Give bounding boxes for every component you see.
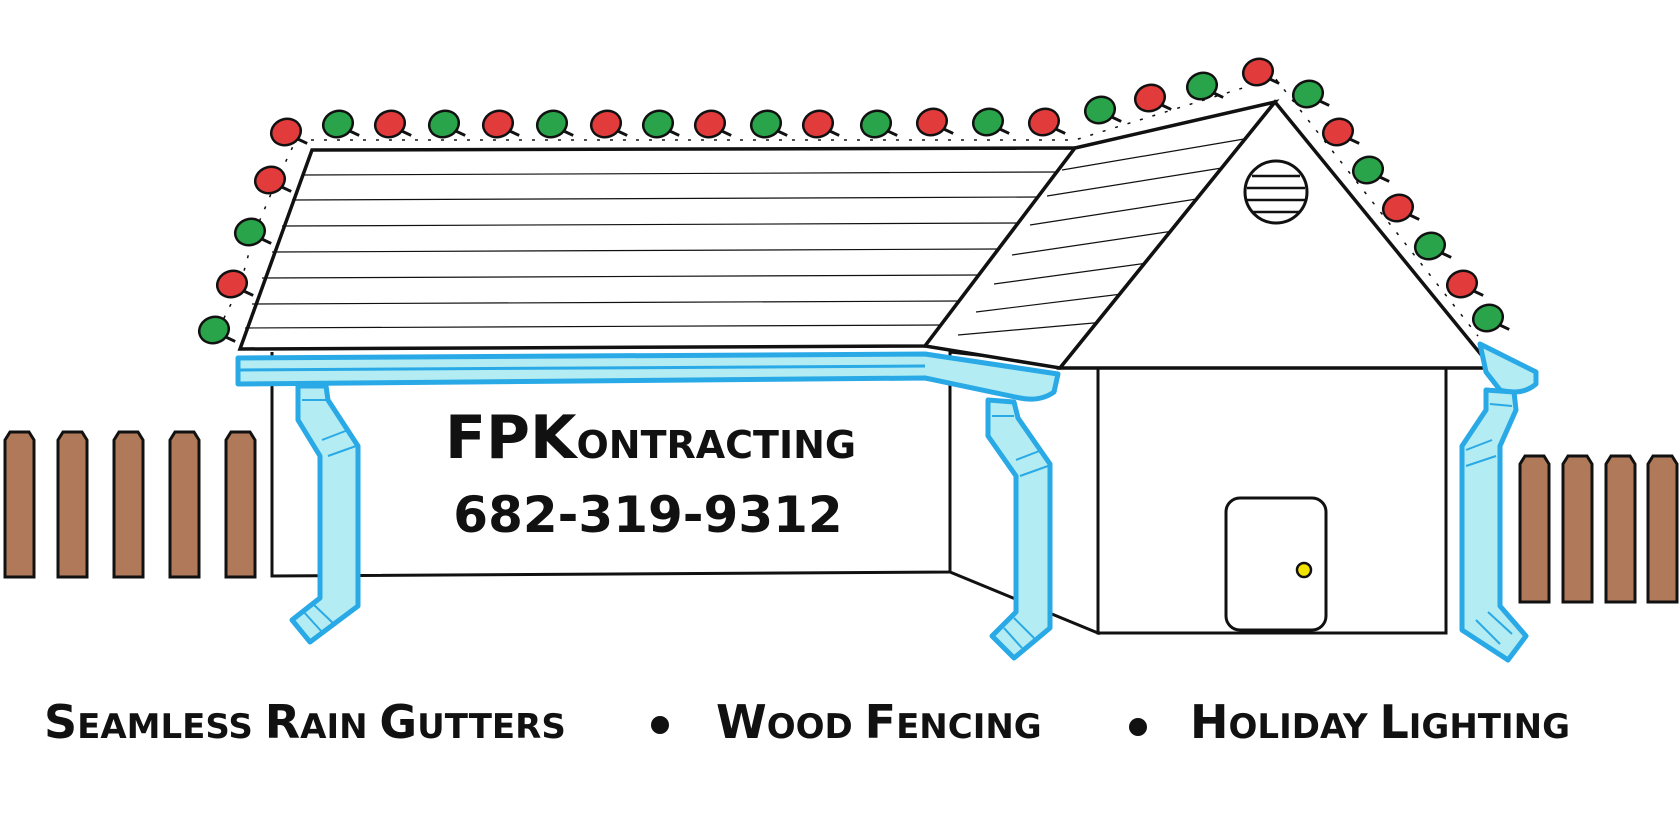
- left-fence: [3, 430, 257, 579]
- fence-picket: [168, 430, 201, 579]
- light-bulb: [321, 109, 360, 139]
- light-bulb: [253, 165, 292, 195]
- light-bulb: [1083, 95, 1122, 125]
- fence-picket: [112, 430, 145, 579]
- fence-picket: [3, 430, 36, 579]
- light-bulb: [1381, 193, 1420, 223]
- light-bulb: [1445, 269, 1484, 299]
- light-bulb: [233, 217, 272, 247]
- light-bulb: [971, 107, 1010, 137]
- holiday-lights: [197, 57, 1510, 345]
- light-bulb: [1321, 117, 1360, 147]
- fence-picket: [1561, 454, 1594, 604]
- light-bulb: [915, 107, 954, 137]
- light-bulb: [269, 117, 308, 147]
- fence-picket: [1646, 454, 1679, 604]
- right-downspout: [1459, 387, 1529, 663]
- separator-dot: [651, 716, 669, 734]
- light-bulb: [1185, 71, 1224, 101]
- fence-picket: [56, 430, 89, 579]
- company-name-rest: ontracting: [576, 423, 856, 467]
- door: [1224, 496, 1328, 632]
- light-bulb: [197, 315, 236, 345]
- service-holiday-lighting: Holiday Lighting: [1190, 695, 1570, 749]
- middle-downspout: [985, 397, 1053, 661]
- light-bulb: [1351, 155, 1390, 185]
- vent-icon: [1243, 159, 1309, 225]
- light-bulb: [749, 109, 788, 139]
- light-bulb: [589, 109, 628, 139]
- light-bulb: [427, 109, 466, 139]
- light-bulb: [1471, 303, 1510, 333]
- fence-picket: [224, 430, 257, 579]
- service-wood-fencing: Wood Fencing: [716, 695, 1042, 749]
- light-bulb: [535, 109, 574, 139]
- main-roof-shingles: [244, 171, 1057, 329]
- gable: [1056, 99, 1496, 370]
- light-bulb: [641, 109, 680, 139]
- light-bulb: [1413, 231, 1452, 261]
- light-bulb: [215, 269, 254, 299]
- light-bulb: [481, 109, 520, 139]
- left-downspout: [289, 383, 361, 645]
- door-knob: [1295, 561, 1313, 579]
- light-bulb: [801, 109, 840, 139]
- right-gutter: [1477, 341, 1539, 395]
- service-rain-gutters: Seamless Rain Gutters: [44, 695, 566, 749]
- light-strand: [217, 77, 1479, 337]
- fence-picket: [1518, 454, 1551, 604]
- light-bulb: [1291, 79, 1330, 109]
- light-bulb: [1027, 107, 1066, 137]
- light-bulb: [373, 109, 412, 139]
- separator-dot: [1129, 718, 1147, 736]
- light-bulb: [693, 109, 732, 139]
- company-name: FPKontracting: [445, 403, 856, 473]
- light-bulb: [1133, 83, 1172, 113]
- light-bulb: [859, 109, 898, 139]
- company-initials: FPK: [445, 403, 579, 473]
- phone-number: 682-319-9312: [453, 486, 842, 544]
- light-bulb: [1241, 57, 1280, 87]
- fence-picket: [1604, 454, 1637, 604]
- right-fence: [1518, 454, 1679, 604]
- angled-roof-shingles: [957, 137, 1251, 336]
